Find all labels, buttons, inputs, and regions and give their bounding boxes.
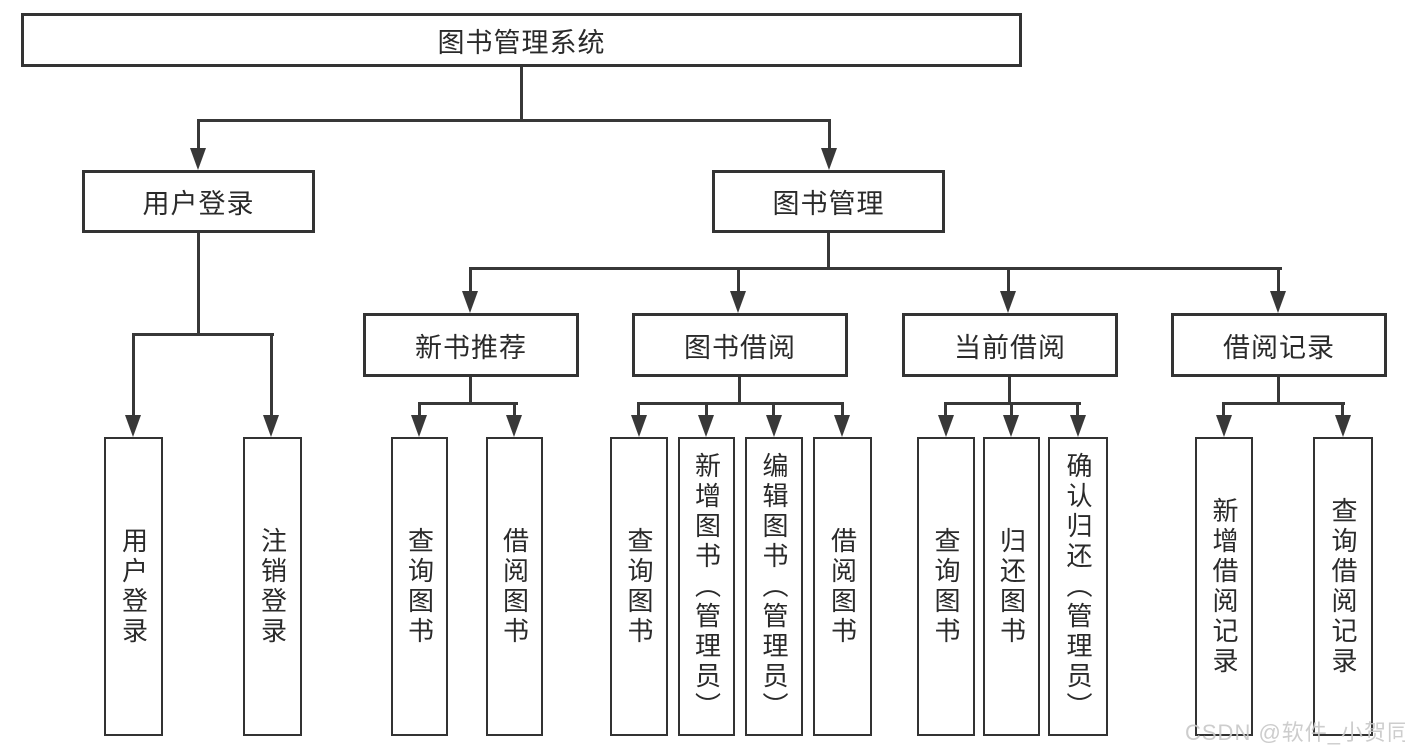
leaf-query-borrow-record-label: 查询借阅记录 [1328, 496, 1358, 677]
leaf-add-borrow-record-label: 新增借阅记录 [1209, 496, 1239, 677]
leaf-recommend-borrow-books: 借阅图书 [486, 437, 543, 736]
connector-drop-leaf [132, 333, 135, 417]
arrow-down-icon [1335, 415, 1351, 437]
leaf-recommend-borrow-books-label: 借阅图书 [499, 526, 530, 647]
leaf-confirm-return-admin-label: 确认归还（管理员） [1063, 451, 1093, 722]
node-borrow-records: 借阅记录 [1171, 313, 1387, 377]
connector-drop-level3 [737, 267, 740, 293]
connector-records-stem [1277, 377, 1280, 405]
arrow-down-icon [834, 415, 850, 437]
connector-drop-leaf [637, 402, 640, 416]
arrow-down-icon [263, 415, 279, 437]
connector-drop-leaf [1222, 402, 1225, 416]
connector-records-rail [1222, 402, 1345, 405]
connector-userlogin-rail [132, 333, 274, 336]
connector-drop-level3 [1277, 267, 1280, 293]
connector-drop-level3 [1007, 267, 1010, 293]
connector-userlogin-stem [197, 233, 200, 336]
connector-drop-book-management [828, 119, 831, 150]
arrow-down-icon [1003, 415, 1019, 437]
connector-drop-leaf [705, 402, 708, 416]
leaf-logout: 注销登录 [243, 437, 302, 736]
leaf-logout-label: 注销登录 [257, 526, 288, 647]
connector-bookmgmt-rail [469, 267, 1282, 270]
connector-currentborrow-stem [1008, 377, 1011, 405]
arrow-down-icon [506, 415, 522, 437]
connector-drop-level3 [469, 267, 472, 293]
arrow-down-icon [631, 415, 647, 437]
arrow-down-icon [1070, 415, 1086, 437]
leaf-add-borrow-record: 新增借阅记录 [1195, 437, 1253, 736]
connector-drop-leaf [772, 402, 775, 416]
leaf-add-books-admin-label: 新增图书（管理员） [691, 451, 722, 722]
node-user-login-label: 用户登录 [142, 189, 255, 219]
leaf-confirm-return-admin: 确认归还（管理员） [1048, 437, 1108, 736]
connector-drop-leaf [841, 402, 844, 416]
arrow-down-icon [938, 415, 954, 437]
leaf-return-books: 归还图书 [983, 437, 1040, 736]
node-new-book-recommend-label: 新书推荐 [415, 332, 527, 363]
node-library-system-label: 图书管理系统 [437, 27, 606, 58]
arrow-down-icon [1270, 291, 1286, 313]
node-borrow-records-label: 借阅记录 [1223, 332, 1335, 363]
node-book-management-label: 图书管理 [772, 189, 885, 219]
arrow-down-icon [1216, 415, 1232, 437]
connector-drop-leaf [1341, 402, 1344, 416]
arrow-down-icon [698, 415, 714, 437]
node-library-system: 图书管理系统 [21, 13, 1022, 67]
arrow-down-icon [190, 148, 206, 170]
leaf-user-login-label: 用户登录 [118, 526, 149, 647]
csdn-watermark: CSDN @软件_小贺同学 [1185, 720, 1405, 745]
leaf-current-query-books-label: 查询图书 [931, 526, 961, 647]
connector-root-stem [520, 67, 523, 120]
node-book-management: 图书管理 [712, 170, 945, 233]
leaf-user-login: 用户登录 [104, 437, 163, 736]
connector-drop-leaf [270, 333, 273, 417]
arrow-down-icon [125, 415, 141, 437]
connector-drop-leaf [418, 402, 421, 416]
node-new-book-recommend: 新书推荐 [363, 313, 579, 377]
leaf-borrow-books-label: 借阅图书 [827, 526, 858, 647]
leaf-current-query-books: 查询图书 [917, 437, 975, 736]
leaf-borrow-query-books: 查询图书 [610, 437, 668, 736]
connector-bookmgmt-stem [827, 233, 830, 270]
connector-root-rail [197, 119, 831, 122]
node-current-borrow: 当前借阅 [902, 313, 1118, 377]
leaf-query-borrow-record: 查询借阅记录 [1313, 437, 1373, 736]
arrow-down-icon [766, 415, 782, 437]
leaf-recommend-query-books-label: 查询图书 [404, 526, 435, 647]
leaf-edit-books-admin: 编辑图书（管理员） [745, 437, 803, 736]
connector-recommend-rail [418, 402, 518, 405]
connector-bookborrow-stem [738, 377, 741, 405]
node-current-borrow-label: 当前借阅 [954, 332, 1066, 363]
connector-recommend-stem [469, 377, 472, 405]
connector-drop-leaf [1010, 402, 1013, 416]
arrow-down-icon [411, 415, 427, 437]
node-book-borrow-label: 图书借阅 [684, 332, 796, 363]
leaf-borrow-query-books-label: 查询图书 [624, 526, 654, 647]
connector-drop-leaf [513, 402, 516, 416]
connector-bookborrow-rail [637, 402, 844, 405]
connector-drop-leaf [1076, 402, 1079, 416]
connector-drop-user-login [197, 119, 200, 150]
leaf-return-books-label: 归还图书 [996, 526, 1027, 647]
leaf-recommend-query-books: 查询图书 [391, 437, 448, 736]
leaf-edit-books-admin-label: 编辑图书（管理员） [759, 451, 789, 722]
arrow-down-icon [730, 291, 746, 313]
arrow-down-icon [821, 148, 837, 170]
arrow-down-icon [1000, 291, 1016, 313]
leaf-borrow-books: 借阅图书 [813, 437, 872, 736]
arrow-down-icon [462, 291, 478, 313]
connector-drop-leaf [944, 402, 947, 416]
node-book-borrow: 图书借阅 [632, 313, 848, 377]
leaf-add-books-admin: 新增图书（管理员） [678, 437, 735, 736]
node-user-login: 用户登录 [82, 170, 315, 233]
